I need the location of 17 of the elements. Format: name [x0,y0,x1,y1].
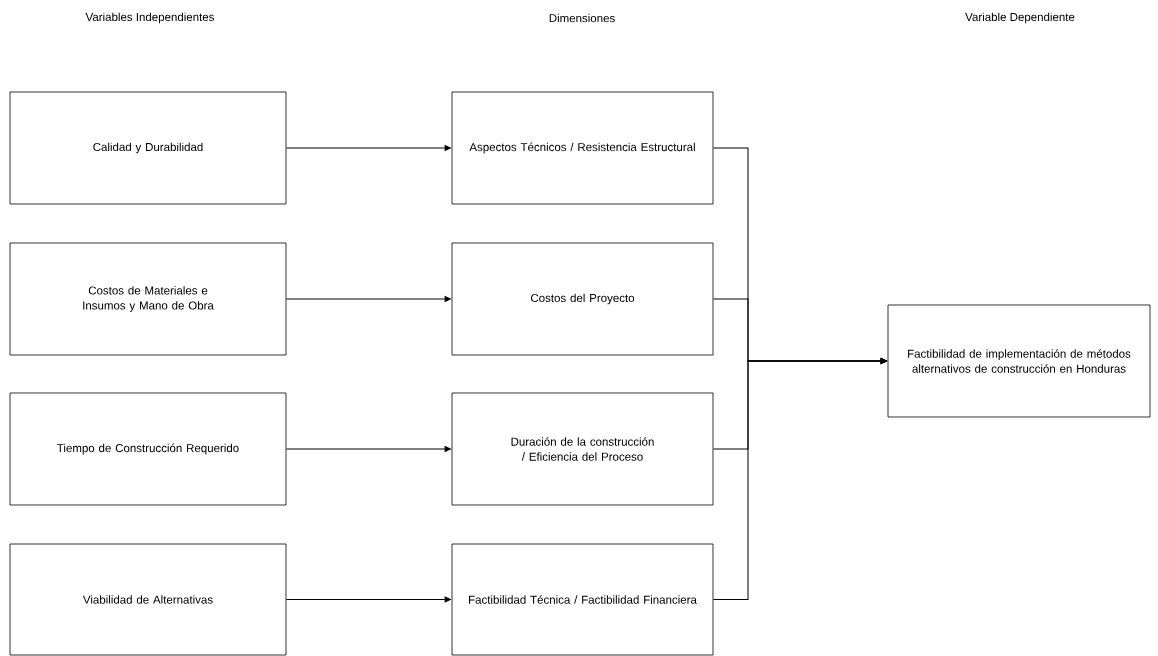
arrow [285,446,451,452]
arrow [285,296,451,302]
process-box: Factibilidad de implementación de métodos alternativos de construcción en Honduras [887,304,1151,418]
process-box: Factibilidad Técnica / Factibilidad Financiera [451,543,714,656]
column-heading: Dimensiones [549,13,615,23]
process-box: Costos de Materiales e Insumos y Mano de Obra [9,242,287,356]
process-box: Costos del Proyecto [451,242,714,356]
process-box: Viabilidad de Alternativas [9,543,287,656]
process-box: Tiempo de Construcción Requerido [9,392,287,506]
arrow [712,358,887,600]
arrow [285,596,451,603]
column-heading: Variable Dependiente [965,12,1075,24]
arrow [285,145,451,151]
process-box: Aspectos Técnicos / Resistencia Estructural [451,91,714,205]
process-box: Duración de la construcción / Eficiencia del Proceso [451,392,714,506]
column-heading: Variables Independientes [85,12,214,24]
process-box: Calidad y Durabilidad [9,91,287,205]
